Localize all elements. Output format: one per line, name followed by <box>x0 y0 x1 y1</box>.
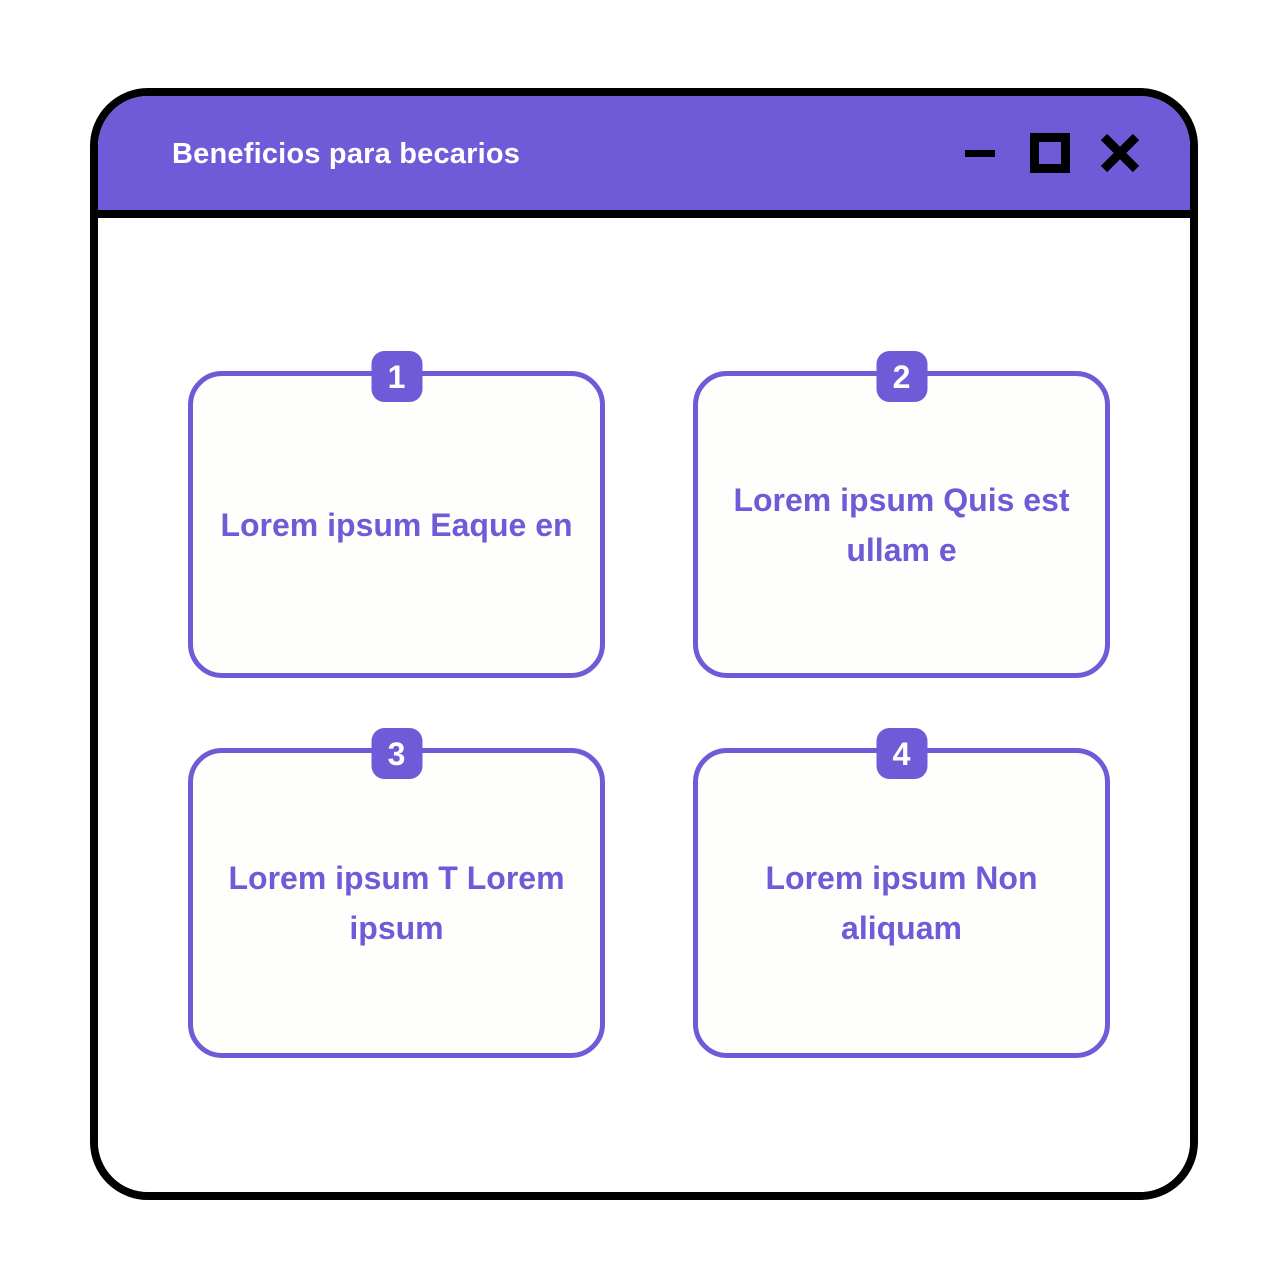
close-icon <box>1099 132 1141 174</box>
maximize-button[interactable] <box>1030 133 1070 173</box>
window-content: 1 Lorem ipsum Eaque en 2 Lorem ipsum Qui… <box>98 218 1190 1192</box>
benefit-card-1-text: Lorem ipsum Eaque en <box>220 506 573 543</box>
minimize-button[interactable] <box>960 133 1000 173</box>
benefit-card-1[interactable]: 1 Lorem ipsum Eaque en <box>188 351 605 678</box>
benefit-card-3-text: Lorem ipsum T Lorem ipsum <box>228 860 565 946</box>
app-window: Beneficios para becarios <box>90 88 1198 1200</box>
window-title: Beneficios para becarios <box>172 137 521 170</box>
minimize-icon <box>961 134 999 172</box>
benefit-card-4[interactable]: 4 Lorem ipsum Non aliquam <box>693 728 1110 1058</box>
benefit-card-1-number-badge: 1 <box>371 351 422 402</box>
benefit-card-grid: 1 Lorem ipsum Eaque en 2 Lorem ipsum Qui… <box>188 351 1110 1058</box>
close-button[interactable] <box>1100 133 1140 173</box>
benefit-card-4-number-badge: 4 <box>876 728 927 779</box>
window-controls <box>960 133 1140 173</box>
benefit-card-3-number-badge: 3 <box>371 728 422 779</box>
benefit-card-3[interactable]: 3 Lorem ipsum T Lorem ipsum <box>188 728 605 1058</box>
benefit-card-4-text: Lorem ipsum Non aliquam <box>765 860 1038 946</box>
benefit-card-2-number-badge: 2 <box>876 351 927 402</box>
window-title-bar: Beneficios para becarios <box>98 96 1190 218</box>
benefit-card-2-text: Lorem ipsum Quis est ullam e <box>733 481 1070 568</box>
benefit-card-2[interactable]: 2 Lorem ipsum Quis est ullam e <box>693 351 1110 678</box>
maximize-icon <box>1030 133 1070 173</box>
